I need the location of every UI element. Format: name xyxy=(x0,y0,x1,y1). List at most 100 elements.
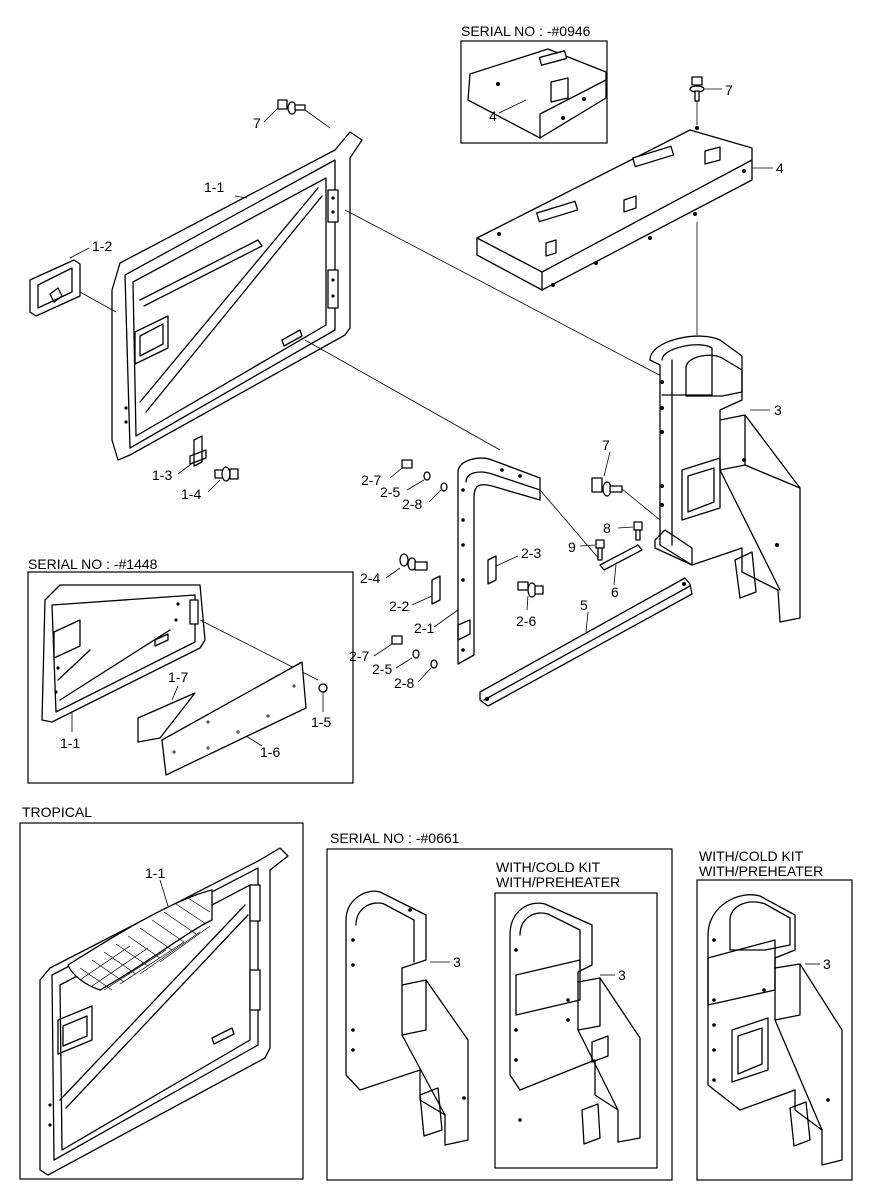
inset-serial-0946 xyxy=(460,40,608,144)
inset-serial-0661 xyxy=(326,848,673,1181)
hole xyxy=(566,1018,570,1022)
leader-7 xyxy=(603,451,611,477)
assembly-line xyxy=(539,489,601,561)
hole xyxy=(693,212,697,216)
hole xyxy=(331,210,335,214)
callout-1-5: 1-5 xyxy=(311,714,331,730)
hole xyxy=(124,406,128,410)
bracket-edge xyxy=(539,79,607,139)
leader-2-3 xyxy=(495,555,519,567)
handle-body xyxy=(29,259,81,317)
plate-marks xyxy=(172,684,296,754)
rod-body xyxy=(479,577,693,707)
leader-2-5 xyxy=(395,657,413,669)
frame-panel-inner xyxy=(687,467,715,513)
leader-1-2 xyxy=(69,247,90,259)
callout-7: 7 xyxy=(602,437,610,453)
frame-variant-b xyxy=(509,902,641,1143)
hole xyxy=(351,1028,355,1032)
frame-a-inner xyxy=(355,902,415,963)
hole xyxy=(518,474,522,478)
hole xyxy=(48,1103,52,1107)
callout-2-8: 2-8 xyxy=(402,496,422,512)
bolts-part-2-4 xyxy=(385,553,428,579)
callout-2-2: 2-2 xyxy=(389,598,409,614)
tab xyxy=(623,195,637,213)
hole xyxy=(56,666,60,670)
hole xyxy=(514,1058,518,1062)
callout-1-4: 1-4 xyxy=(181,486,201,502)
assembly-line xyxy=(79,291,117,313)
inset-serial-1448 xyxy=(27,571,354,784)
callout-1-1-inset: 1-1 xyxy=(60,735,80,751)
hole xyxy=(496,82,500,86)
frame-b-plate xyxy=(591,1035,609,1063)
slot xyxy=(538,50,568,66)
frame-c-opening xyxy=(729,901,791,951)
clip-1-5 xyxy=(318,683,328,693)
hole xyxy=(461,578,465,582)
hole xyxy=(351,963,355,967)
caption-tropical: TROPICAL xyxy=(22,804,92,820)
bracket-flange xyxy=(476,159,753,291)
diagonal-brace xyxy=(59,904,249,1109)
frame-b-duct xyxy=(577,977,619,1111)
hole xyxy=(331,196,335,200)
callout-3-variant-c: 3 xyxy=(823,956,831,972)
hole xyxy=(514,948,518,952)
leader-1-4 xyxy=(207,479,221,493)
callout-1-3: 1-3 xyxy=(152,467,172,483)
hole xyxy=(660,430,664,434)
latch-part-1-3 xyxy=(177,435,207,475)
caption-preheater-2: WITH/PREHEATER xyxy=(699,863,823,879)
callout-8: 8 xyxy=(603,520,611,536)
bracket xyxy=(487,555,497,585)
bracket xyxy=(431,575,441,605)
window-inner xyxy=(62,1015,88,1047)
grille-hatch xyxy=(79,897,211,991)
hole xyxy=(461,488,465,492)
handle-part-1-2 xyxy=(29,247,117,317)
latch-plate xyxy=(211,1027,235,1045)
washer-2-5 xyxy=(412,649,420,659)
hinge-upper xyxy=(249,884,261,922)
callout-2-4: 2-4 xyxy=(360,570,380,586)
bolt-2-7 xyxy=(401,459,413,469)
window-opening xyxy=(134,315,169,365)
leader-2-6 xyxy=(526,595,529,611)
leader-4-inset xyxy=(498,99,527,114)
caption-serial-0661: SERIAL NO : -#0661 xyxy=(330,830,460,846)
latch-plate xyxy=(281,329,303,347)
inset-frame-outer xyxy=(326,848,673,1181)
panel-outline xyxy=(39,847,289,1176)
bolt-part-1-4 xyxy=(207,466,239,493)
bolt-2-7 xyxy=(391,635,403,645)
frame-c-panel xyxy=(731,1017,769,1083)
bolt xyxy=(414,561,428,571)
leader-2-8 xyxy=(417,667,432,683)
hole xyxy=(331,278,335,282)
mid-bracket-part-2-1 xyxy=(433,457,601,665)
nut-2-8 xyxy=(440,482,448,492)
hole xyxy=(682,582,686,586)
leader-2-1 xyxy=(433,609,459,628)
fastener-group-top xyxy=(389,459,448,503)
fastener-group-bottom xyxy=(373,635,438,683)
frame-top-inner xyxy=(661,344,713,396)
panel-inner xyxy=(51,594,196,713)
hole xyxy=(775,543,779,547)
hole xyxy=(594,261,598,265)
inset-frame-inner xyxy=(494,892,658,1169)
callout-2-7: 2-7 xyxy=(349,648,369,664)
bracket-part-6 xyxy=(599,544,643,586)
callout-9: 9 xyxy=(568,539,576,555)
hole xyxy=(712,998,716,1002)
leader-1-6 xyxy=(245,735,263,747)
tab xyxy=(704,146,721,165)
top-bracket-part-4 xyxy=(476,126,773,291)
panel-outline xyxy=(111,131,363,461)
bracket-part-2-2 xyxy=(411,575,441,606)
latch-foot xyxy=(189,449,207,465)
callout-4-inset: 4 xyxy=(489,108,497,124)
